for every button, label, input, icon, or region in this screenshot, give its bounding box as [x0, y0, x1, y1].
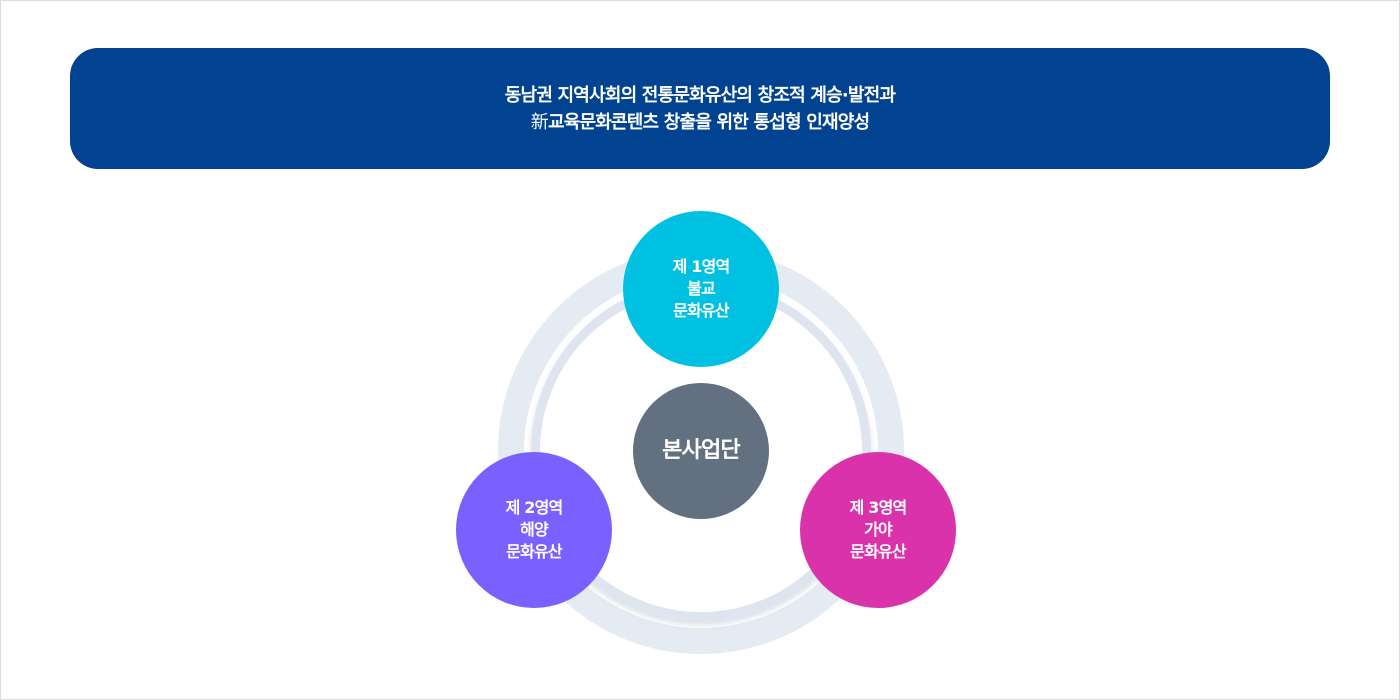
banner-prefix: 新 — [530, 111, 549, 133]
area-title: 제 1영역 — [672, 257, 731, 276]
center-circle: 본사업단 — [633, 383, 769, 519]
area-sub2: 문화유산 — [673, 301, 729, 320]
area-title: 제 3영역 — [849, 498, 908, 517]
area-sub2: 문화유산 — [506, 542, 562, 561]
banner-line-2-text: 교육문화콘텐츠 창출을 위한 통섭형 인재양성 — [547, 111, 870, 133]
vision-banner: 동남권 지역사회의 전통문화유산의 창조적 계승·발전과 新교육문화콘텐츠 창출… — [70, 48, 1330, 169]
area-title: 제 2영역 — [505, 498, 564, 517]
area-1-circle: 제 1영역 불교 문화유산 — [623, 211, 779, 367]
area-3-circle: 제 3영역 가야 문화유산 — [800, 452, 956, 608]
banner-line-1: 동남권 지역사회의 전통문화유산의 창조적 계승·발전과 — [504, 84, 896, 106]
area-sub: 해양 — [520, 520, 549, 539]
area-2-circle: 제 2영역 해양 문화유산 — [456, 452, 612, 608]
area-sub: 가야 — [864, 520, 893, 539]
area-sub: 불교 — [687, 279, 716, 298]
area-sub2: 문화유산 — [850, 542, 906, 561]
banner-line-2: 新교육문화콘텐츠 창출을 위한 통섭형 인재양성 — [531, 109, 870, 136]
center-label: 본사업단 — [662, 438, 741, 463]
